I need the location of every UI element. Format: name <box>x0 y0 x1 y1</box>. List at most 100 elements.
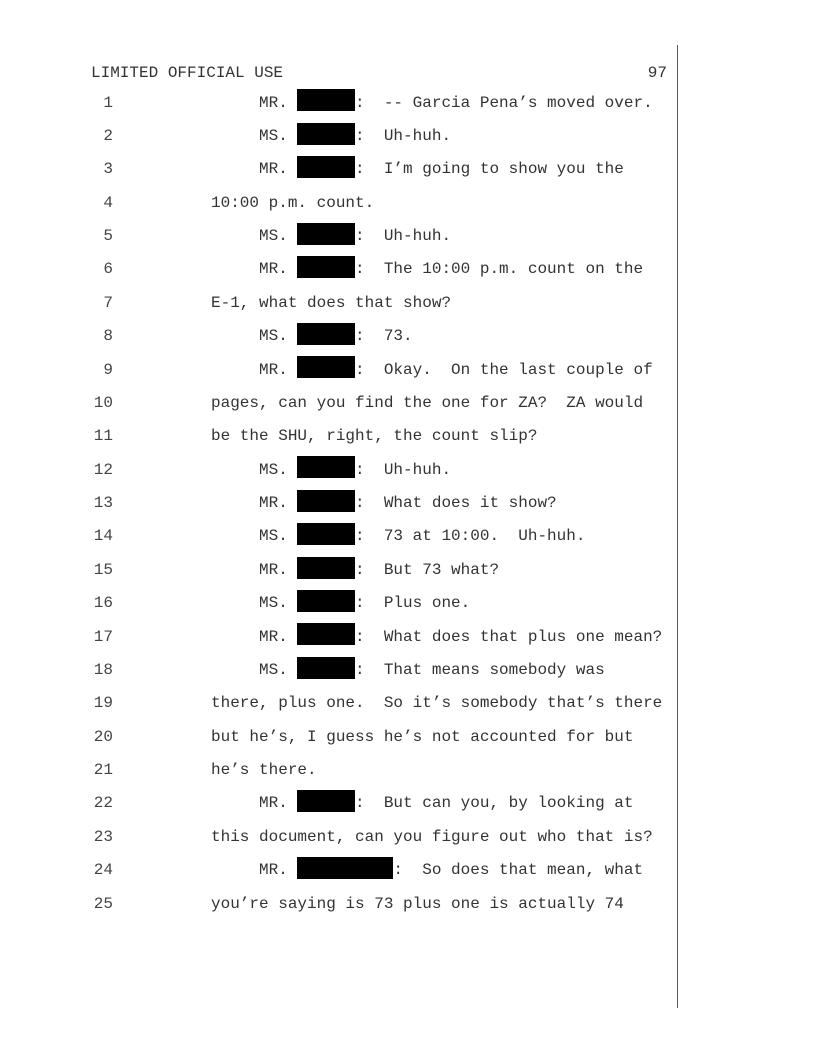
line-number: 18 <box>93 660 113 679</box>
line-number: 12 <box>93 460 113 479</box>
line-number: 6 <box>103 260 113 279</box>
transcript-line: 25 you’re saying is 73 plus one is actual… <box>0 888 677 921</box>
redaction-box <box>297 89 356 112</box>
speaker-title: MR. <box>259 260 288 279</box>
classification-header: LIMITED OFFICIAL USE <box>91 64 284 82</box>
margin-rule <box>677 45 678 1008</box>
speaker-title: MS. <box>259 527 288 546</box>
continuation-text: you’re saying is 73 plus one is actually… <box>211 894 624 913</box>
speech-text: Okay. On the last couple of <box>383 360 653 379</box>
transcript-line: 9 MR. : Okay. On the last couple of <box>0 354 677 387</box>
line-number: 11 <box>93 427 113 446</box>
redaction-box <box>297 222 356 245</box>
line-number: 17 <box>93 627 113 646</box>
line-number: 14 <box>93 527 113 546</box>
speaker-title: MR. <box>259 494 288 512</box>
redaction-box <box>297 156 356 179</box>
line-number: 22 <box>93 794 113 813</box>
speaker-turn: MS. : 73 at 10:00. Uh-huh. <box>211 520 585 553</box>
line-number: 16 <box>93 594 113 613</box>
speech-text: But can you, by looking at <box>383 794 634 813</box>
redaction-box <box>297 790 356 813</box>
speaker-turn: MS. : 73. <box>211 320 413 353</box>
continuation-text: but he’s, I guess he’s not accounted for… <box>211 727 634 746</box>
continuation-text: there, plus one. So it’s somebody that’s… <box>211 694 663 713</box>
speaker-title: MS. <box>259 660 288 679</box>
continuation-text: he’s there. <box>211 761 317 779</box>
transcript-line: 16 MS. : Plus one. <box>0 587 677 620</box>
transcript-line: 2 MS. : Uh-huh. <box>0 120 677 153</box>
redaction-box <box>297 489 356 512</box>
transcript-line: 22 MR. : But can you, by looking at <box>0 787 677 820</box>
speaker-turn: MR. : So does that mean, what <box>211 854 643 887</box>
redaction-box <box>297 322 356 345</box>
speech-text: Uh-huh. <box>383 126 452 145</box>
redaction-box <box>297 656 356 679</box>
transcript-line: 19 there, plus one. So it’s somebody that… <box>0 687 677 720</box>
speaker-turn: MR. : Okay. On the last couple of <box>211 354 653 387</box>
speaker-title: MS. <box>259 227 288 245</box>
line-number: 2 <box>103 126 113 145</box>
speech-text: 73 at 10:00. Uh-huh. <box>383 527 586 546</box>
speaker-turn: MS. : Plus one. <box>211 587 470 620</box>
speaker-turn: MR. : But 73 what? <box>211 554 499 587</box>
speaker-turn: MS. : Uh-huh. <box>211 220 451 253</box>
redaction-box <box>297 456 356 479</box>
speaker-title: MS. <box>259 594 288 613</box>
speech-text: What does that plus one mean? <box>383 627 663 646</box>
speech-text: -- Garcia Pena’s moved over. <box>383 93 653 112</box>
transcript-line: 1 MR. : -- Garcia Pena’s moved over. <box>0 87 677 120</box>
transcript-line: 11 be the SHU, right, the count slip? <box>0 420 677 453</box>
line-number: 20 <box>93 727 113 746</box>
transcript-line: 15 MR. : But 73 what? <box>0 554 677 587</box>
speaker-title: MR. <box>259 861 288 880</box>
speech-text: But 73 what? <box>383 560 500 579</box>
speaker-title: MS. <box>259 126 288 145</box>
speaker-turn: MR. : But can you, by looking at <box>211 787 633 820</box>
speaker-turn: MR. : -- Garcia Pena’s moved over. <box>211 87 653 120</box>
line-number: 25 <box>93 894 113 913</box>
speech-text: Uh-huh. <box>383 227 452 245</box>
transcript-line: 17 MR. : What does that plus one mean? <box>0 621 677 654</box>
line-number: 19 <box>93 694 113 713</box>
line-number: 21 <box>93 761 113 779</box>
speech-text: That means somebody was <box>383 660 605 679</box>
page-number: 97 <box>647 64 667 82</box>
speaker-turn: MS. : Uh-huh. <box>211 120 451 153</box>
speaker-title: MS. <box>259 327 288 346</box>
speaker-title: MR. <box>259 794 288 813</box>
line-number: 15 <box>93 560 113 579</box>
redaction-box <box>297 356 356 379</box>
continuation-text: be the SHU, right, the count slip? <box>211 427 538 446</box>
line-number: 1 <box>103 93 113 112</box>
speaker-title: MR. <box>259 360 288 379</box>
line-number: 4 <box>103 193 113 212</box>
line-number: 9 <box>103 360 113 379</box>
speech-text: Plus one. <box>383 594 471 613</box>
transcript-line: 14 MS. : 73 at 10:00. Uh-huh. <box>0 520 677 553</box>
redaction-box <box>297 556 356 579</box>
speaker-turn: MR. : What does that plus one mean? <box>211 621 662 654</box>
redaction-box <box>297 589 356 612</box>
redaction-box <box>297 122 356 145</box>
speaker-turn: MR. : I’m going to show you the <box>211 153 624 186</box>
speaker-title: MS. <box>259 460 288 479</box>
speaker-title: MR. <box>259 160 288 179</box>
redaction-box <box>297 523 356 546</box>
speaker-turn: MS. : That means somebody was <box>211 654 605 687</box>
speaker-title: MR. <box>259 627 288 646</box>
continuation-text: this document, can you figure out who th… <box>211 827 653 846</box>
speech-text: What does it show? <box>383 494 557 512</box>
